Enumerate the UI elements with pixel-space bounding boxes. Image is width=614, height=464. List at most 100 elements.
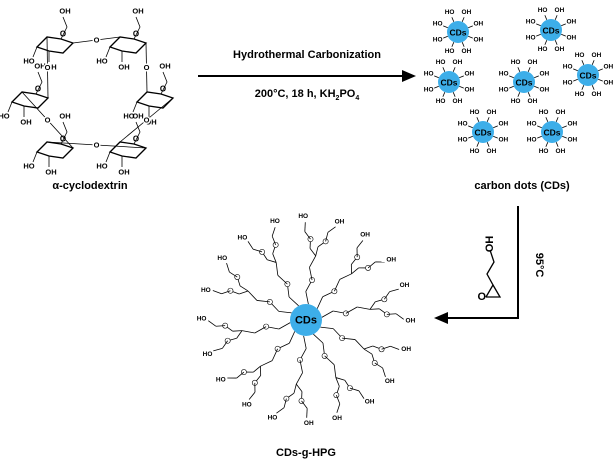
chain-bond [267,259,277,263]
oh-bond [461,42,465,47]
link-bond [146,67,148,93]
ring-oxygen: O [60,30,66,39]
chain-bond [339,273,352,280]
hydroxyl-label: HO [433,37,443,44]
hydroxyl-label: OH [473,37,483,44]
hydroxyl-label: OH [566,18,576,25]
oh-bond [573,78,578,82]
hydroxyl-label: HO [527,120,537,127]
hydroxyl-label: OH [603,63,613,70]
glycosidic-link: O [43,36,52,99]
step1-subscript-4: 4 [355,95,359,102]
chain-bond [325,232,329,242]
chain-bond [357,306,371,310]
hydroxyl-label: OH [567,120,577,127]
hydroxyl-label: OH [498,137,508,144]
chain-bond [309,248,317,257]
carbon-dot-label: CDs [449,28,466,38]
carbon-dot-label: CDs [579,71,596,81]
oh-bond [509,85,514,89]
oh-bond [476,142,480,147]
hydroxyl-label: OH [556,148,566,155]
oh-bond [554,15,558,20]
chain-bond [276,407,285,414]
hydroxyl-label: HO [575,91,585,98]
oh-bond [527,92,531,97]
link-oxygen-mask [142,116,151,124]
chain-bond [303,335,307,349]
oh-bond [486,142,490,147]
glycidol-reagent: O OH [477,236,502,303]
chain-bond [295,383,303,392]
chain-bond [382,367,386,378]
chain-bond [363,345,373,350]
link-oxygen: O [94,36,100,45]
hydroxyl-label: OH [566,35,576,42]
grafting-arrow [434,206,519,324]
oh-bond [32,46,38,58]
oh-bond [434,85,439,89]
link-oxygen: O [94,141,100,150]
oh-bond [451,17,455,22]
chain-bond [277,275,288,285]
oh-bond [537,125,542,129]
hydroxyl-label: HO [470,109,480,116]
chain-bond [389,288,399,292]
chain-bond [304,231,311,240]
hydroxyl-label: HO [217,255,227,262]
hydroxyl-label: OH [385,378,395,385]
oh-bond [451,42,455,47]
chain-bond [241,330,255,334]
link-oxygen-mask [43,63,52,72]
chain-bond [309,267,313,281]
oh-bond [562,135,567,139]
glycidol-oxygen: O [477,291,486,303]
chain-bond [381,345,391,350]
oh-bond [468,135,473,139]
hydroxyl-label: HO [511,59,521,66]
chain-bond [334,279,341,292]
glycidol-hydroxyl: OH [484,236,496,253]
hydroxyl-label: OH [464,87,474,94]
ch2oh-arm [133,16,141,40]
hydroxyl-label: HO [458,137,468,144]
chain-bond [358,390,365,399]
link-bond [119,119,147,143]
hydroxyl-label: OH [360,231,370,238]
chain-bond [247,290,258,301]
hydroxyl-label: HO [499,87,509,94]
chain-bond [374,362,383,369]
glycosidic-link: O [21,91,74,149]
chain-bond [254,326,267,334]
pyranose-ring [108,141,148,159]
hydroxyl-label: HO [0,112,10,121]
link-bond [47,119,74,149]
oh-bond [581,85,585,90]
carbon-dot-core [540,19,562,41]
pyranose-ring [135,91,175,109]
hydroxyl-label: OH [45,168,56,177]
hydroxyl-label: OH [59,7,70,16]
chain-bond [309,255,317,268]
chain-bond [316,296,323,309]
hydroxyl-label: OH [20,118,31,127]
hydroxyl-label: OH [487,109,497,116]
oh-bond [468,35,473,39]
ring-oxygen: O [133,135,139,144]
oh-bond [434,75,439,79]
link-oxygen-mask [92,36,101,44]
ch2oh-arm [60,16,68,40]
carbon-dot-core [577,64,599,86]
oh-bond [493,135,498,139]
oh-bond [561,33,566,37]
link-bond [47,67,49,99]
hydroxyl-label: OH [592,91,602,98]
hydroxyl-label: HO [123,112,134,121]
